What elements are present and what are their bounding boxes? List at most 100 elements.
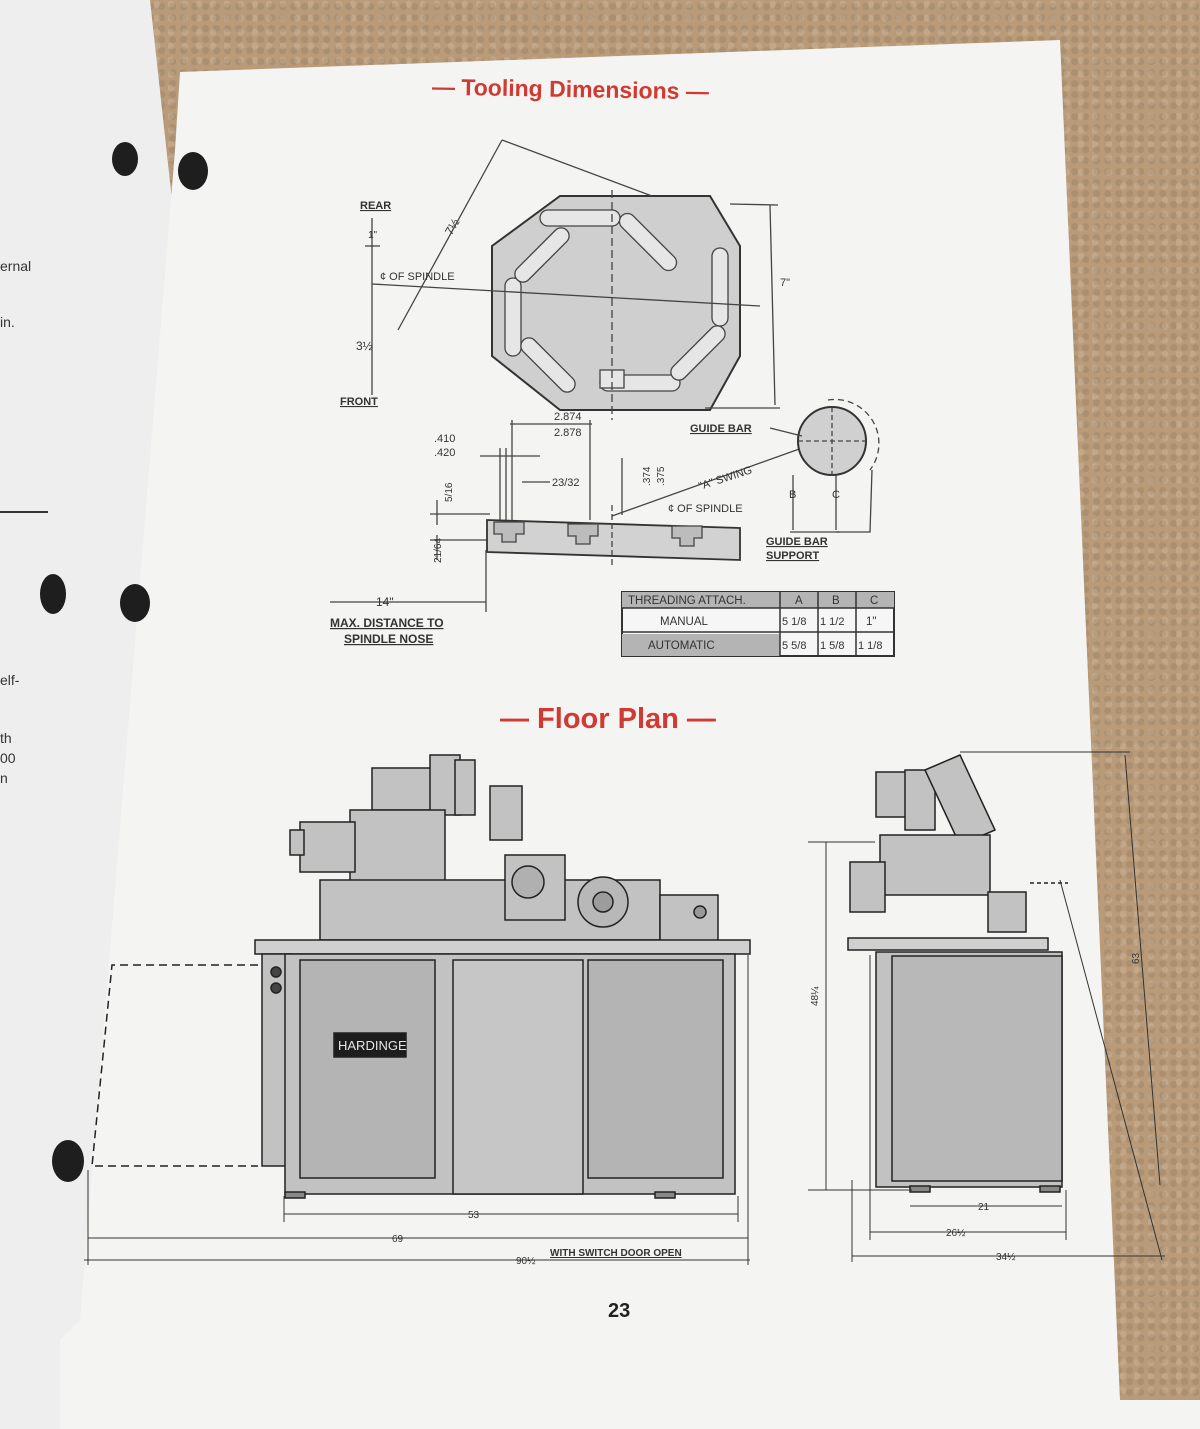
t-slot xyxy=(671,525,703,547)
extension-line xyxy=(1059,879,1163,1261)
dim-line-7-half xyxy=(397,139,503,331)
left-text-fragment: in. xyxy=(0,314,15,330)
belt-guard xyxy=(489,785,523,841)
guide-bar-support-label-1: GUIDE BAR xyxy=(766,536,828,548)
dim-53-label: 53 xyxy=(468,1210,480,1221)
cabinet-door-right xyxy=(587,959,724,1179)
binder-hole-left-middle xyxy=(40,574,66,614)
table-cell: 1 5/8 xyxy=(820,640,844,652)
cabinet-door-left xyxy=(299,959,436,1179)
motor-housing xyxy=(371,767,435,811)
left-text-fragment: th xyxy=(0,730,12,746)
plate-slot xyxy=(514,227,570,283)
table-header: A xyxy=(795,595,803,607)
dim-21-64-label: 21/64 xyxy=(433,538,444,563)
side-foot xyxy=(909,1185,931,1193)
three-half-label: 3½ xyxy=(356,339,373,353)
binder-hole-left-top xyxy=(112,142,138,176)
floor-plan-title: — Floor Plan — xyxy=(500,703,716,735)
support-leader xyxy=(836,469,873,533)
dim-line-7 xyxy=(769,204,776,406)
dim-5-16-label: 5/16 xyxy=(444,482,455,502)
side-cabinet-panel xyxy=(891,955,1063,1182)
side-belt-guard xyxy=(923,754,997,846)
center-spindle-bottom-label: ¢ OF SPINDLE xyxy=(668,503,743,515)
dim-69-label: 69 xyxy=(392,1234,404,1245)
dim-2878-label: 2.878 xyxy=(554,427,582,439)
table-header: THREADING ATTACH. xyxy=(628,595,746,607)
threading-table: THREADING ATTACH. A B C MANUAL 5 1/8 1 1… xyxy=(621,591,895,657)
left-text-fragment: n xyxy=(0,770,8,786)
table-header-row xyxy=(622,592,894,608)
binder-hole-top xyxy=(178,152,208,190)
left-divider xyxy=(0,511,48,513)
table-cell: 5 5/8 xyxy=(782,640,806,652)
guide-bar-label: GUIDE BAR xyxy=(690,423,752,435)
table-cell: 1" xyxy=(866,616,876,628)
dim-26-label: 26½ xyxy=(946,1228,966,1239)
collet-closer xyxy=(299,821,356,873)
rear-label: REAR xyxy=(360,200,391,212)
dim-90-label: 90½ xyxy=(516,1256,536,1267)
center-spindle-top-label: ¢ OF SPINDLE xyxy=(380,271,455,283)
c-label: C xyxy=(832,489,840,501)
left-text-fragment: elf- xyxy=(0,672,20,688)
handwheel-left xyxy=(289,829,305,856)
switch-button xyxy=(270,966,282,978)
plate-slot xyxy=(520,337,576,393)
plate-slot xyxy=(504,277,522,357)
table-header: B xyxy=(832,595,840,607)
guide-bar-swing-arc xyxy=(827,398,880,471)
extension-line xyxy=(501,139,653,197)
max-distance-label-2: SPINDLE NOSE xyxy=(344,632,433,646)
seven-label: 7" xyxy=(780,277,790,289)
front-label: FRONT xyxy=(340,396,378,408)
table-row-shade xyxy=(622,634,780,656)
table-header: C xyxy=(870,595,878,607)
dim-2874-label: 2.874 xyxy=(554,411,582,423)
side-tailstock xyxy=(987,891,1027,933)
dim-375-label: .375 xyxy=(656,466,667,486)
table-cell: 1 1/8 xyxy=(858,640,882,652)
motor-cap xyxy=(454,759,476,816)
hardinge-brand-text: HARDINGE xyxy=(338,1038,407,1053)
dim-34-label: 34½ xyxy=(996,1252,1016,1263)
side-bench-top xyxy=(847,937,1049,951)
max-distance-label-1: MAX. DISTANCE TO xyxy=(330,616,444,630)
binder-hole-middle xyxy=(120,584,150,622)
side-headstock xyxy=(879,834,991,896)
table-cell: 5 1/8 xyxy=(782,616,806,628)
side-handwheel xyxy=(849,861,886,913)
handwheel-hub xyxy=(592,891,614,913)
dim-21-label: 21 xyxy=(978,1202,990,1213)
switch-button xyxy=(270,982,282,994)
dim-374-label: .374 xyxy=(642,466,653,486)
fourteen-label: 14" xyxy=(376,595,394,609)
tailstock xyxy=(659,894,719,942)
dim-48-label: 48¼ xyxy=(809,986,821,1006)
plate-slot xyxy=(618,212,678,272)
plate-slot xyxy=(670,325,726,381)
table-cell: AUTOMATIC xyxy=(648,640,715,652)
open-switch-door-outline xyxy=(91,964,258,1167)
guide-bar-leader xyxy=(769,427,803,437)
cabinet-panel-center xyxy=(452,959,584,1195)
dim-63-label: 63 xyxy=(1131,952,1142,964)
hardinge-nameplate xyxy=(333,1032,407,1058)
switch-door-label: WITH SWITCH DOOR OPEN xyxy=(550,1248,682,1259)
tailstock-knob xyxy=(693,905,707,919)
dim-410-label: .410 xyxy=(434,433,455,445)
foot xyxy=(654,1191,676,1199)
dim-23-32-label: 23/32 xyxy=(552,477,580,489)
side-foot xyxy=(1039,1185,1061,1193)
binder-hole-bottom xyxy=(52,1140,84,1182)
guide-bar-support-label-2: SUPPORT xyxy=(766,550,819,562)
bench-top xyxy=(254,939,751,955)
one-inch-label: 1" xyxy=(368,230,378,241)
dim-420-label: .420 xyxy=(434,447,455,459)
spindle-centerline xyxy=(371,283,761,307)
dim-line-63 xyxy=(1124,754,1161,1186)
foot xyxy=(284,1191,306,1199)
